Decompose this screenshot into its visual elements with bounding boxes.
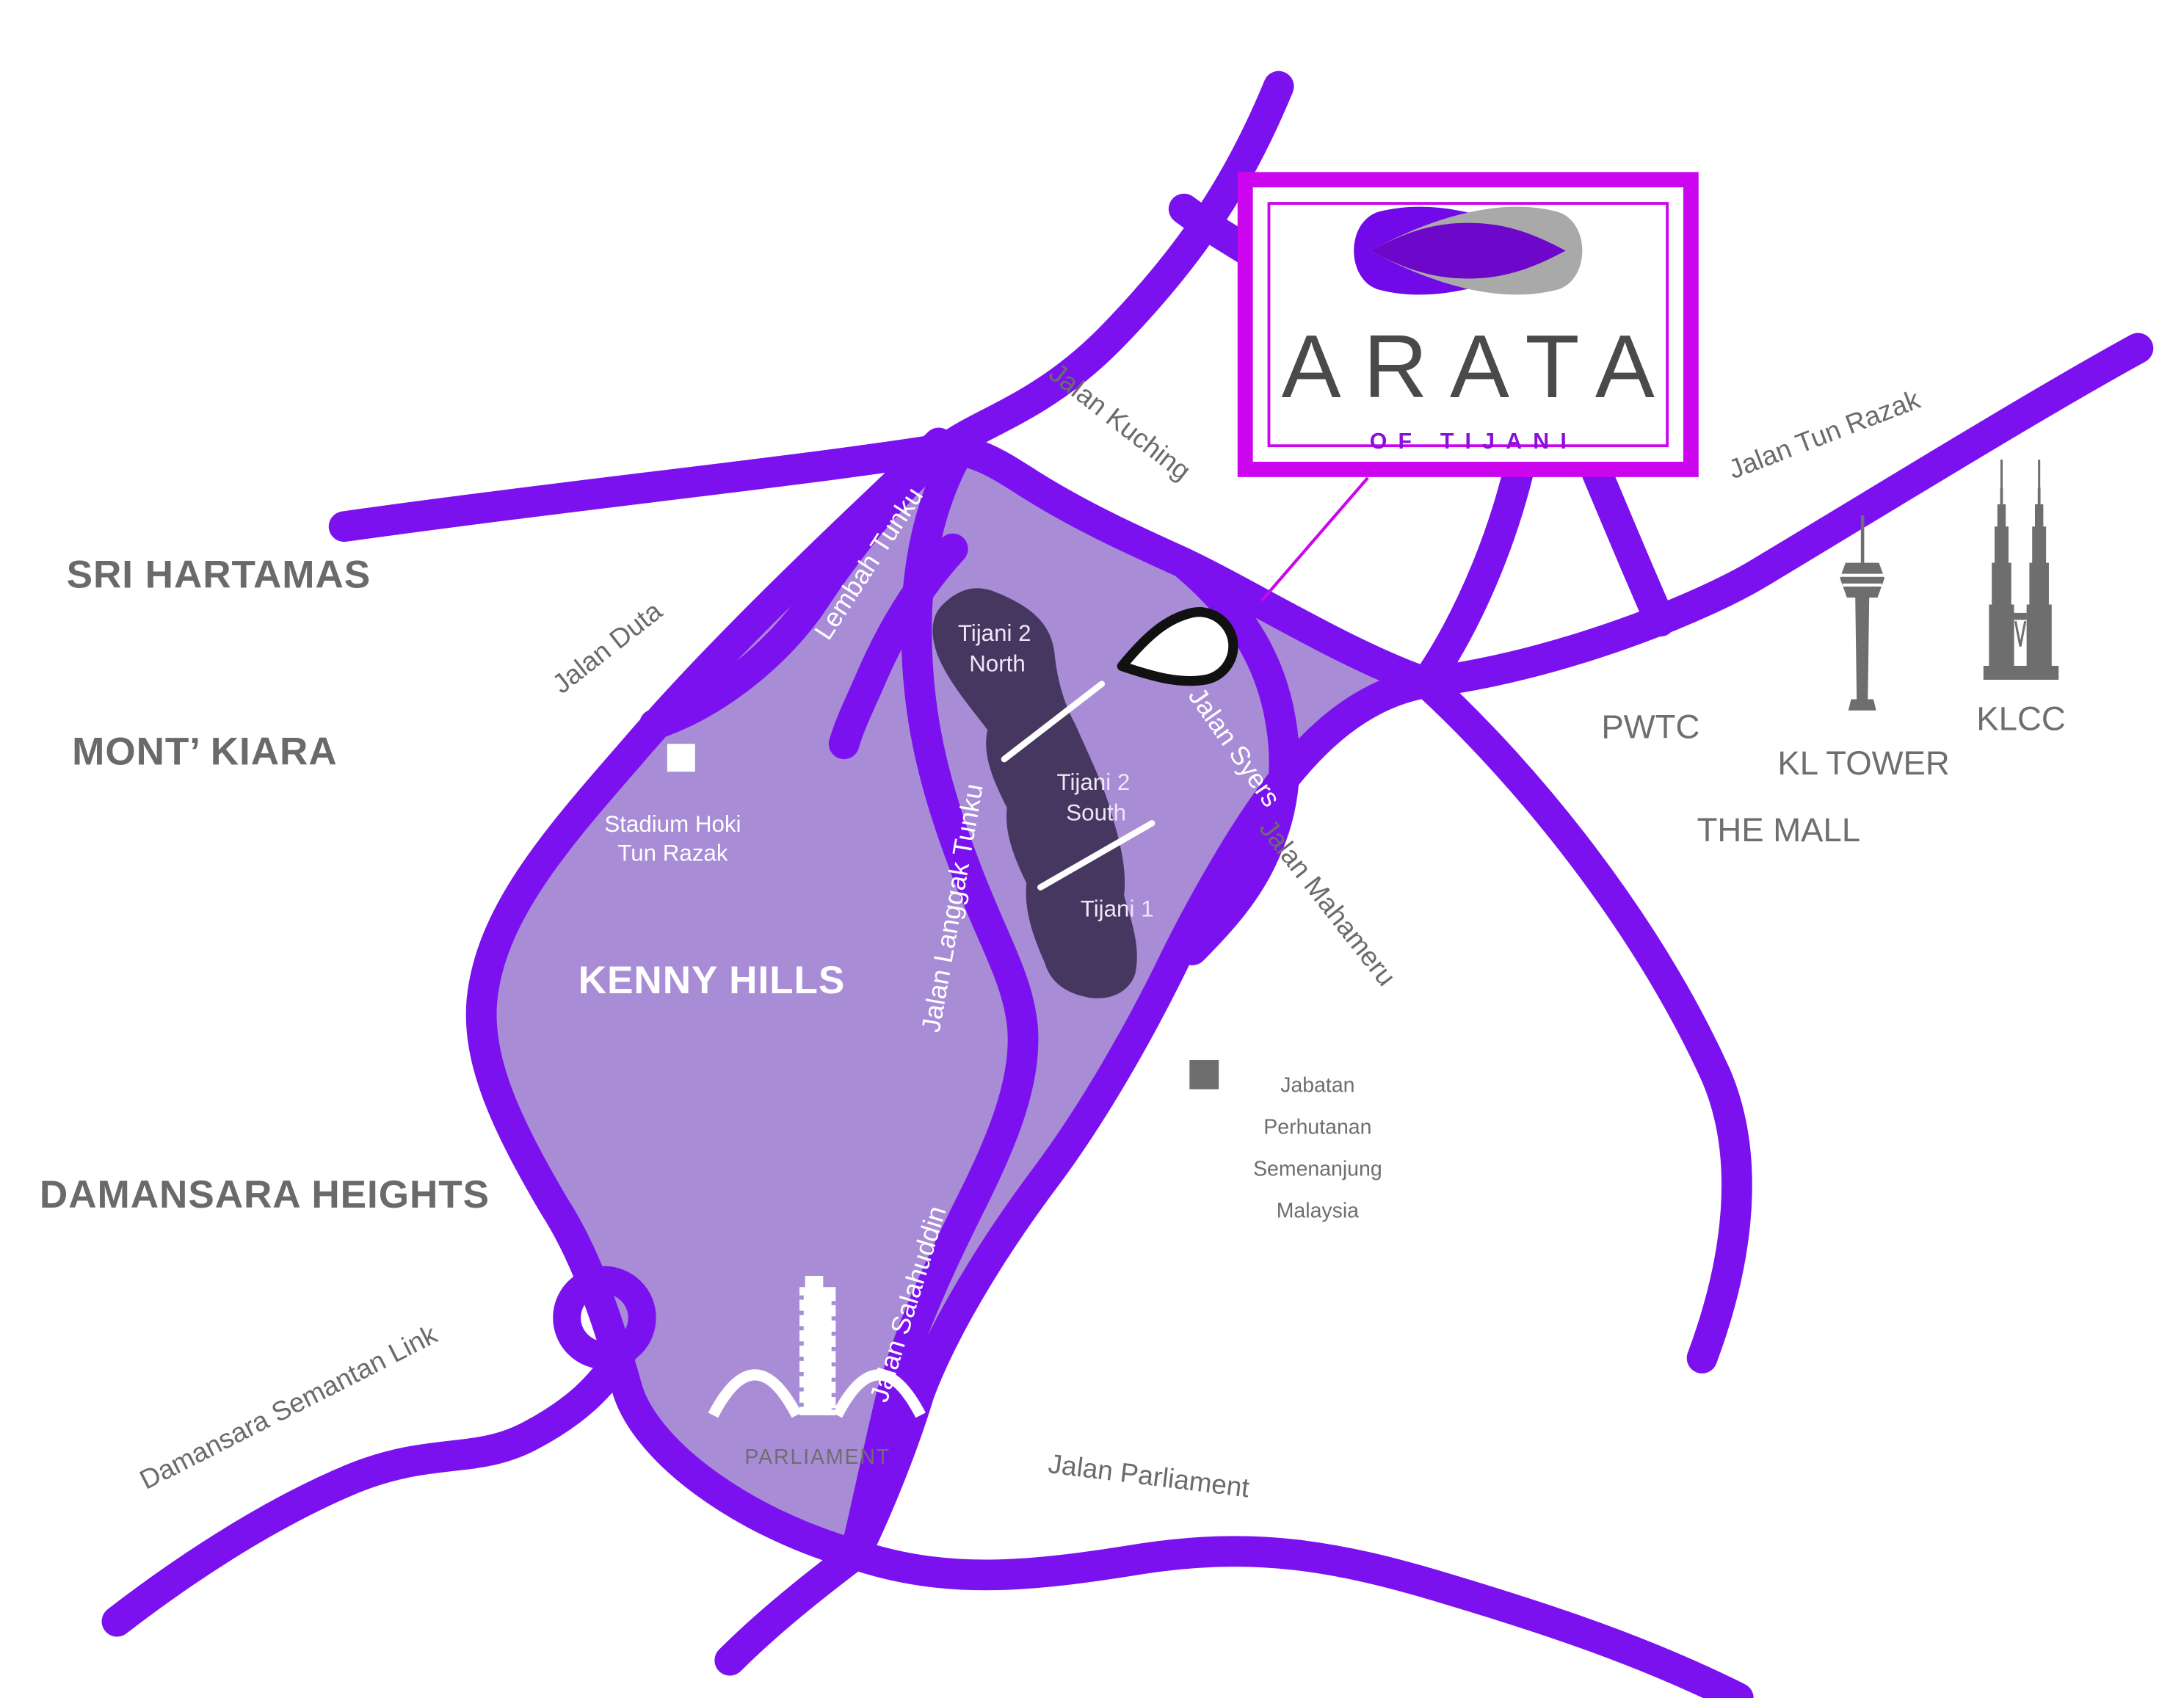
kenny-hills-area-fill [481, 443, 1426, 1555]
road-jalan-parliament [840, 1536, 1754, 1698]
klcc-tower-left [1989, 487, 2014, 666]
jabatan-label-l4: Malaysia [1277, 1199, 1359, 1222]
area-label-kenny-hills: KENNY HILLS [578, 959, 846, 1002]
kl-tower-needle [1860, 515, 1865, 566]
road-damansara-semantan-link [101, 1338, 637, 1637]
logo-lens-overlap [1370, 222, 1566, 279]
parcel-label-tijani-2-south-l1: Tijani 2 [1057, 769, 1131, 795]
road-label-jalan-parliament: Jalan Parliament [1047, 1448, 1251, 1503]
stadium-label-l2: Tun Razak [617, 841, 728, 866]
kl-tower-label: KL TOWER [1777, 744, 1949, 782]
jabatan-label-l1: Jabatan [1280, 1074, 1354, 1097]
road-jalan-syers [1171, 550, 1300, 965]
klcc-plinth [1983, 665, 2059, 680]
parcel-divider-south-one [1037, 820, 1156, 890]
road-label-jalan-kuching: Jalan Kuching [1043, 358, 1196, 486]
parliament-arch-right [832, 1369, 926, 1418]
pwtc-label: PWTC [1601, 708, 1699, 746]
klcc-towers-icon [1983, 460, 2059, 680]
parcel-tijani-snake [932, 588, 1137, 998]
road-jalan-duta-boundary [465, 427, 954, 1570]
parliament-tower-cap [805, 1276, 824, 1291]
area-label-damansara-heights: DAMANSARA HEIGHTS [40, 1173, 490, 1216]
kl-tower-pod [1840, 562, 1885, 598]
area-label-mont-kiara: MONT’ KIARA [72, 730, 338, 774]
jabatan-label-l3: Semenanjung [1253, 1157, 1382, 1180]
road-label-jalan-tun-razak: Jalan Tun Razak [1724, 384, 1924, 485]
road-south-sweep [1410, 667, 1752, 1374]
klcc-skybridge [2014, 612, 2027, 620]
parliament-arch-left [708, 1369, 802, 1418]
road-jalan-langgak-tunku-salahuddin [840, 441, 1039, 1570]
klcc-skybridge-legs [2014, 620, 2027, 647]
location-teardrop-marker [1117, 607, 1238, 686]
the-mall-label: THE MALL [1697, 811, 1861, 849]
klcc-label: KLCC [1976, 700, 2065, 737]
parcel-label-tijani-1: Tijani 1 [1081, 896, 1154, 922]
pointer-line [1260, 476, 1369, 602]
stadium-square-marker [667, 744, 695, 772]
kl-tower-icon [1840, 515, 1885, 711]
parcel-label-tijani-2-north-l1: Tijani 2 [958, 620, 1031, 646]
parcel-divider-north-south [1001, 681, 1106, 763]
logo-lens-mark [1354, 206, 1583, 295]
road-boundary-tip-extension [714, 1539, 871, 1676]
logo-box-inner-frame [1267, 202, 1669, 448]
logo-box [1237, 172, 1699, 477]
kl-tower-shaft [1855, 598, 1870, 700]
road-jalan-tun-razak-mahameru [840, 333, 2154, 1570]
parcel-label-tijani-2-north-l2: North [969, 651, 1026, 677]
parliament-building-icon [708, 1276, 926, 1418]
kl-tower-base [1848, 699, 1876, 711]
brand-subtitle: OF TIJANI [1370, 429, 1578, 454]
klcc-tower-right [2026, 487, 2052, 666]
area-label-sri-hartamas: SRI HARTAMAS [67, 554, 371, 597]
stadium-label-l1: Stadium Hoki [604, 811, 741, 837]
road-lembah-tunku-cul-de-sac [828, 533, 968, 760]
parliament-tower [799, 1287, 836, 1415]
parliament-label: PARLIAMENT [744, 1445, 890, 1469]
road-label-jalan-duta: Jalan Duta [547, 595, 668, 699]
road-jalan-kuching [328, 434, 1442, 698]
jabatan-square-marker [1189, 1059, 1219, 1089]
road-label-jalan-mahameru: Jalan Mahameru [1254, 813, 1402, 991]
jabatan-label-l2: Perhutanan [1263, 1116, 1371, 1139]
parcel-label-tijani-2-south-l2: South [1066, 800, 1126, 826]
brand-wordmark: ARATA [1282, 316, 1677, 416]
